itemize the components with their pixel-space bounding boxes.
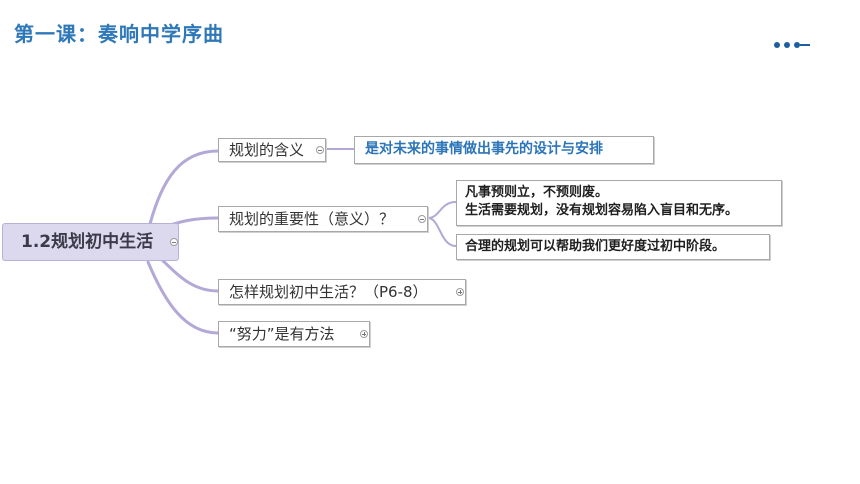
branch-how-expand-icon[interactable] [456,288,464,296]
connector-root-how [158,256,220,293]
branch-meaning-collapse-icon[interactable] [316,146,324,154]
branch-label: 怎样规划初中生活？（P6-8） [229,283,428,301]
branch-importance-collapse-icon[interactable] [418,215,426,223]
leaf-importance-1-line1: 凡事预则立，不预则废。 [465,185,609,200]
leaf-meaning-text: 是对未来的事情做出事先的设计与安排 [365,141,603,157]
mindmap-root-node[interactable]: 1.2规划初中生活 [2,223,179,261]
connector-importance-leaf2 [427,217,457,247]
leaf-importance-2[interactable]: 合理的规划可以帮助我们更好度过初中阶段。 [456,234,770,260]
leaf-importance-2-text: 合理的规划可以帮助我们更好度过初中阶段。 [465,239,726,254]
branch-label: 规划的含义 [229,141,305,159]
root-collapse-icon[interactable] [170,238,178,246]
branch-node-importance[interactable]: 规划的重要性（意义）？ [218,206,428,232]
connector-importance-leaf1 [427,201,457,219]
leaf-importance-1[interactable]: 凡事预则立，不预则废。 生活需要规划，没有规划容易陷入盲目和无序。 [456,180,782,226]
leaf-meaning[interactable]: 是对未来的事情做出事先的设计与安排 [354,136,654,164]
root-label: 1.2规划初中生活 [21,232,154,252]
branch-label: “努力”是有方法 [229,325,335,343]
branch-label: 规划的重要性（意义）？ [229,210,395,228]
branch-node-effort[interactable]: “努力”是有方法 [218,321,370,347]
branch-node-meaning[interactable]: 规划的含义 [218,138,326,162]
slide-title: 第一课：奏响中学序曲 [14,22,224,46]
branch-effort-expand-icon[interactable] [360,330,368,338]
connector-root-effort [146,260,220,335]
branch-node-how[interactable]: 怎样规划初中生活？（P6-8） [218,279,466,305]
leaf-importance-1-line2: 生活需要规划，没有规划容易陷入盲目和无序。 [465,203,739,218]
connector-root-meaning [148,149,220,226]
